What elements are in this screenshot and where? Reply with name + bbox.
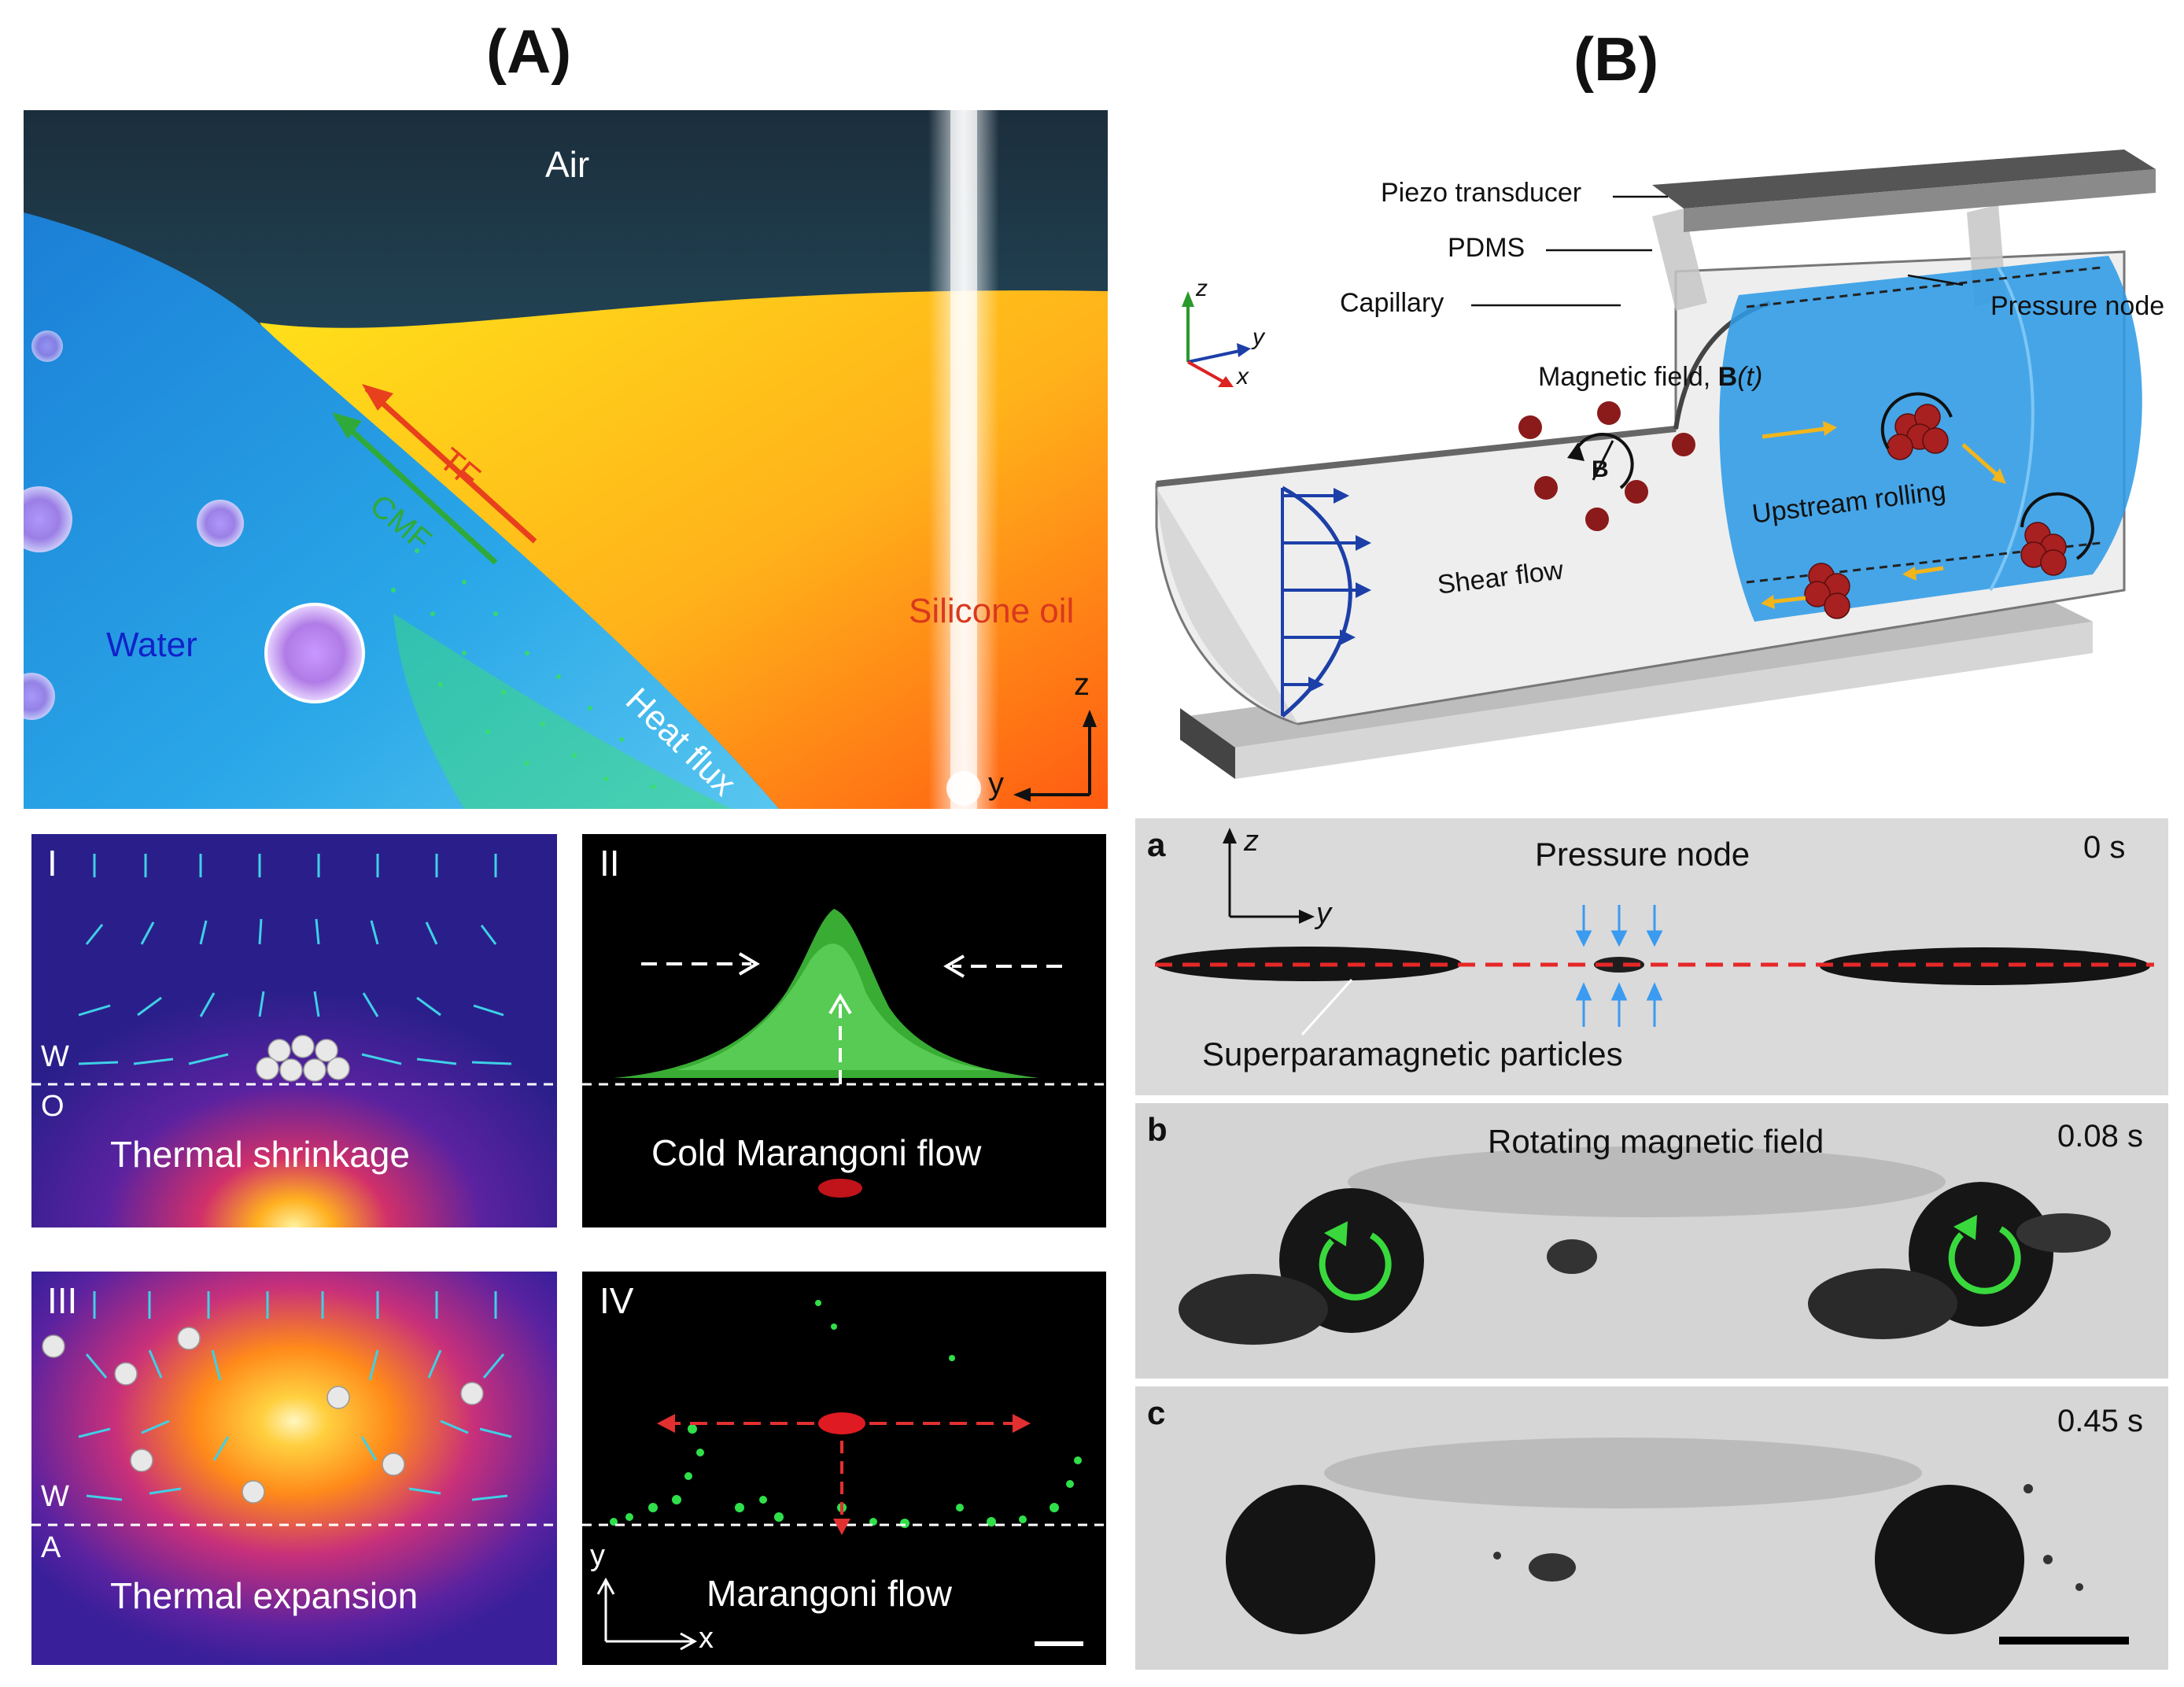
axis-y-label: y [988,766,1004,801]
capillary-device-schematic [1155,150,2156,779]
subpanel-iii-roman: III [47,1280,78,1321]
frame-a-title: Pressure node [1535,836,1751,873]
subpanel-ii: II Cold Marangoni flow [582,834,1106,1227]
frame-b: b Rotating magnetic field 0.08 s [1135,1103,2168,1379]
pdms-label: PDMS [1448,233,1525,263]
subpanel-iv: IV Marangoni flow y x [582,1272,1106,1665]
magnetic-field-time: (t) [1737,362,1763,392]
subpanel-i-bottom-phase: O [41,1090,65,1123]
fluorescence-image-ii [582,834,1106,1227]
subpanel-i-caption: Thermal shrinkage [110,1134,410,1175]
fluorescence-image-iv [582,1272,1106,1665]
subpanel-i: I W O Thermal shrinkage [31,834,557,1227]
subpanel-i-roman: I [47,843,57,884]
subpanel-i-top-phase: W [41,1040,69,1073]
flow-field-plot-iii [31,1272,557,1665]
frame-a-axis-z: z [1244,825,1259,858]
panel-a-scene: Air Water Silicone oil Heat flux TF CMF … [6,110,1108,809]
interface-scene-illustration [6,110,1108,809]
piezo-label: Piezo transducer [1381,178,1582,208]
frame-b-time: 0.08 s [2057,1119,2143,1154]
subpanel-iv-caption: Marangoni flow [706,1573,952,1614]
silicone-oil-label: Silicone oil [909,592,1075,630]
air-label: Air [545,144,590,185]
schematic-axis-z: z [1196,275,1208,301]
panel-b-letter: (B) [1573,24,1659,94]
capillary-label: Capillary [1340,288,1444,318]
panel-b-schematic: Piezo transducer PDMS Capillary Pressure… [1133,118,2184,810]
frame-b-title: Rotating magnetic field [1488,1123,1824,1160]
b-symbol-label: B [1592,456,1609,482]
frame-a-letter: a [1147,826,1166,863]
schematic-axis-x: x [1237,364,1249,389]
subpanel-iv-roman: IV [599,1280,634,1321]
magnetic-field-text: Magnetic field, [1538,362,1718,392]
pressure-node-label: Pressure node [1990,291,2165,321]
schematic-axis-y: y [1252,324,1264,350]
subpanel-iii-caption: Thermal expansion [110,1575,419,1616]
subpanel-iii-bottom-phase: A [41,1531,61,1564]
axis-z-label: z [1074,667,1090,702]
frame-c: c 0.45 s [1135,1386,2168,1670]
subpanel-iii: III W A Thermal expansion [31,1272,557,1665]
subpanel-iii-top-phase: W [41,1480,69,1513]
panel-a-letter: (A) [486,17,572,86]
subpanel-iv-axis-x: x [699,1622,714,1655]
frame-a-axis-y: y [1316,897,1331,930]
frame-c-time: 0.45 s [2057,1404,2143,1438]
flow-field-plot-i [31,834,557,1227]
water-label: Water [106,626,197,664]
frame-b-letter: b [1147,1111,1168,1148]
micrograph-a [1135,818,2168,1095]
frame-a: a z y Pressure node 0 s Superparamagneti… [1135,818,2168,1095]
subpanel-iv-axis-y: y [590,1539,605,1572]
subpanel-ii-roman: II [599,843,620,884]
magnetic-field-label: Magnetic field, B(t) [1538,362,1762,393]
frame-a-time: 0 s [2083,830,2126,865]
micrograph-b [1135,1103,2168,1379]
frame-c-letter: c [1147,1394,1166,1431]
micrograph-c [1135,1386,2168,1670]
subpanel-ii-caption: Cold Marangoni flow [651,1132,982,1173]
frame-a-annotation: Superparamagnetic particles [1202,1035,1623,1072]
magnetic-field-symbol: B [1717,362,1738,392]
